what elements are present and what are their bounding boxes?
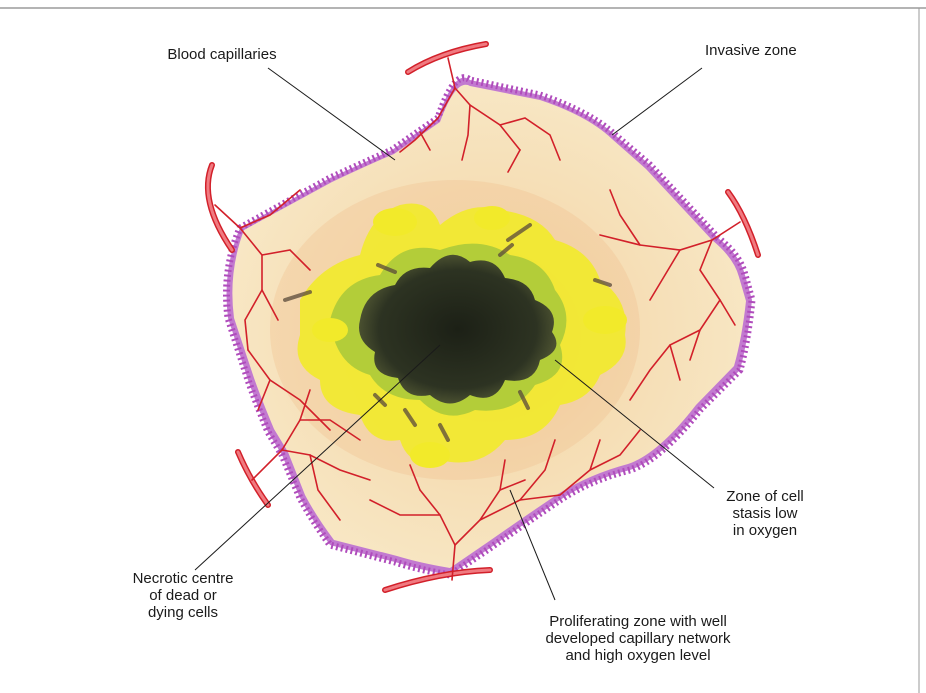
label-invasive-zone: Invasive zone xyxy=(705,42,845,59)
label-proliferating-zone: Proliferating zone with well developed c… xyxy=(508,613,768,664)
label-zone-of-cell-stasis: Zone of cell stasis low in oxygen xyxy=(700,488,830,539)
leader-blood-capillaries xyxy=(268,68,395,160)
label-necrotic-centre: Necrotic centre of dead or dying cells xyxy=(108,570,258,621)
label-blood-capillaries: Blood capillaries xyxy=(147,46,297,63)
leader-invasive-zone xyxy=(612,68,702,135)
